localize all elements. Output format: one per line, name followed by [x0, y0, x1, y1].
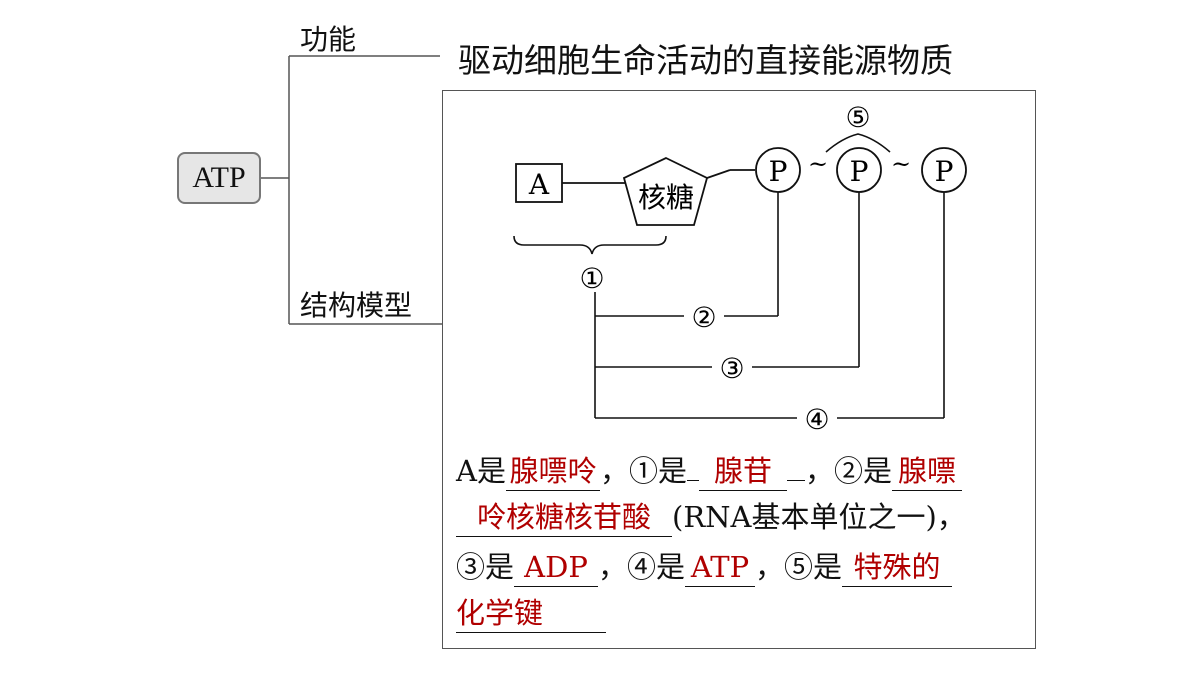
answer-atp: ATP: [685, 548, 756, 587]
ribose-label: 核糖: [638, 181, 694, 214]
answer-amp-part1: 腺嘌: [891, 452, 962, 491]
high-energy-bond-1: ~: [808, 150, 828, 178]
text-a-is: A是: [456, 454, 506, 488]
text-5-is: ，⑤是: [755, 550, 843, 584]
phosphate-2-label: P: [850, 155, 869, 188]
function-branch-label: 功能: [300, 23, 357, 56]
answer-adenosine: 腺苷: [698, 452, 787, 491]
marker-1: ①: [579, 262, 604, 295]
structure-content-box: [442, 90, 1036, 649]
atp-root-node: ATP: [177, 152, 261, 204]
phosphate-1-label: P: [769, 155, 788, 188]
description-line-2: 呤核糖核苷酸(RNA基本单位之一)，: [456, 494, 1032, 540]
atp-root-label: ATP: [192, 161, 246, 194]
answer-special-bond-part2: 化学键: [456, 594, 606, 633]
text-1-is: ，①是: [599, 454, 687, 488]
answer-amp-part2: 呤核糖核苷酸: [456, 498, 672, 537]
description-line-4: 化学键: [456, 590, 1032, 636]
marker-5: ⑤: [845, 101, 870, 134]
text-2-is: ，②是: [804, 454, 892, 488]
adenosine-brace: [513, 235, 667, 255]
phosphate-3-label: P: [935, 155, 954, 188]
adenine-label: A: [528, 168, 550, 201]
answer-special-bond-part1: 特殊的: [842, 548, 953, 587]
text-3-is: ③是: [456, 550, 515, 584]
structure-branch-label: 结构模型: [300, 289, 413, 322]
answer-adp: ADP: [514, 548, 599, 587]
answer-adenine: 腺嘌呤: [505, 452, 600, 491]
description-line-1: A是腺嘌呤，①是腺苷 ，②是腺嘌: [456, 448, 1032, 494]
ribose-pentagon: [622, 157, 709, 226]
text-rna-unit: (RNA基本单位之一)，: [672, 500, 966, 534]
marker-4: ④: [804, 403, 829, 436]
text-4-is: ，④是: [598, 550, 686, 584]
function-description: 驱动细胞生命活动的直接能源物质: [458, 41, 953, 80]
high-energy-bond-2: ~: [891, 150, 911, 178]
marker-3: ③: [719, 352, 744, 385]
marker-2: ②: [691, 301, 716, 334]
